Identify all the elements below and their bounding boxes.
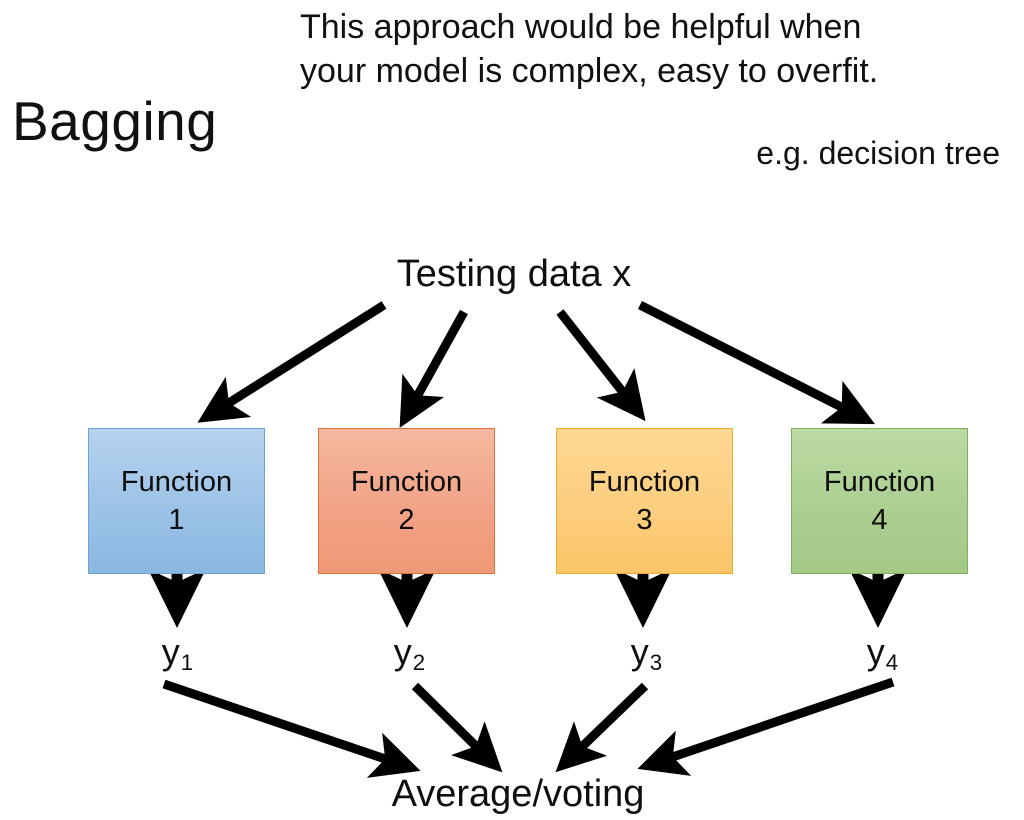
arrow-input-to-function-3 [556, 309, 646, 422]
arrows-functions-to-outputs [147, 568, 908, 628]
function-box-2-number: 2 [398, 504, 415, 536]
example-note: e.g. decision tree [756, 135, 1000, 171]
function-box-1-label: Function [120, 466, 233, 498]
function-box-3-number: 3 [636, 504, 653, 536]
subtitle-line-2: your model is complex, easy to overfit. [300, 52, 879, 90]
output-label-y4-base: y [866, 631, 885, 672]
function-box-3[interactable]: Function 3 [556, 428, 733, 574]
arrow-y2-to-average [411, 682, 503, 773]
arrow-input-to-function-1 [197, 301, 387, 423]
subtitle-text: This approach would be helpful when your… [300, 5, 1012, 93]
output-label-y2-base: y [393, 631, 412, 672]
function-box-2[interactable]: Function 2 [318, 428, 495, 574]
function-box-1-number: 1 [168, 504, 185, 536]
page-title: Bagging [12, 89, 218, 152]
output-label-y4-subscript: 4 [885, 649, 899, 675]
arrows-input-to-functions [197, 300, 876, 428]
arrow-y4-to-average [637, 677, 895, 776]
subtitle-line-1: This approach would be helpful when [300, 8, 862, 46]
output-label-y4: y4 [822, 632, 942, 677]
output-label-y1-subscript: 1 [180, 649, 194, 675]
arrow-input-to-function-2 [399, 309, 468, 428]
arrow-y3-to-average [555, 682, 649, 773]
output-label-y2-subscript: 2 [412, 649, 426, 675]
function-box-4-number: 4 [871, 504, 888, 536]
arrows-outputs-to-average [162, 677, 895, 778]
output-label-y3: y3 [586, 632, 706, 677]
output-label-y1: y1 [117, 632, 237, 677]
function-box-4[interactable]: Function 4 [791, 428, 968, 574]
function-box-3-label: Function [588, 466, 701, 498]
function-box-4-label: Function [823, 466, 936, 498]
function-box-1[interactable]: Function 1 [88, 428, 265, 574]
arrow-y1-to-average [162, 679, 421, 778]
function-box-2-label: Function [350, 466, 463, 498]
output-label-average-voting: Average/voting [391, 773, 645, 815]
output-label-y2: y2 [349, 632, 469, 677]
output-label-y1-base: y [161, 631, 180, 672]
arrow-input-to-function-4 [637, 300, 876, 425]
output-label-y3-subscript: 3 [649, 649, 663, 675]
input-label-testing-data: Testing data x [396, 253, 632, 295]
output-label-y3-base: y [630, 631, 649, 672]
